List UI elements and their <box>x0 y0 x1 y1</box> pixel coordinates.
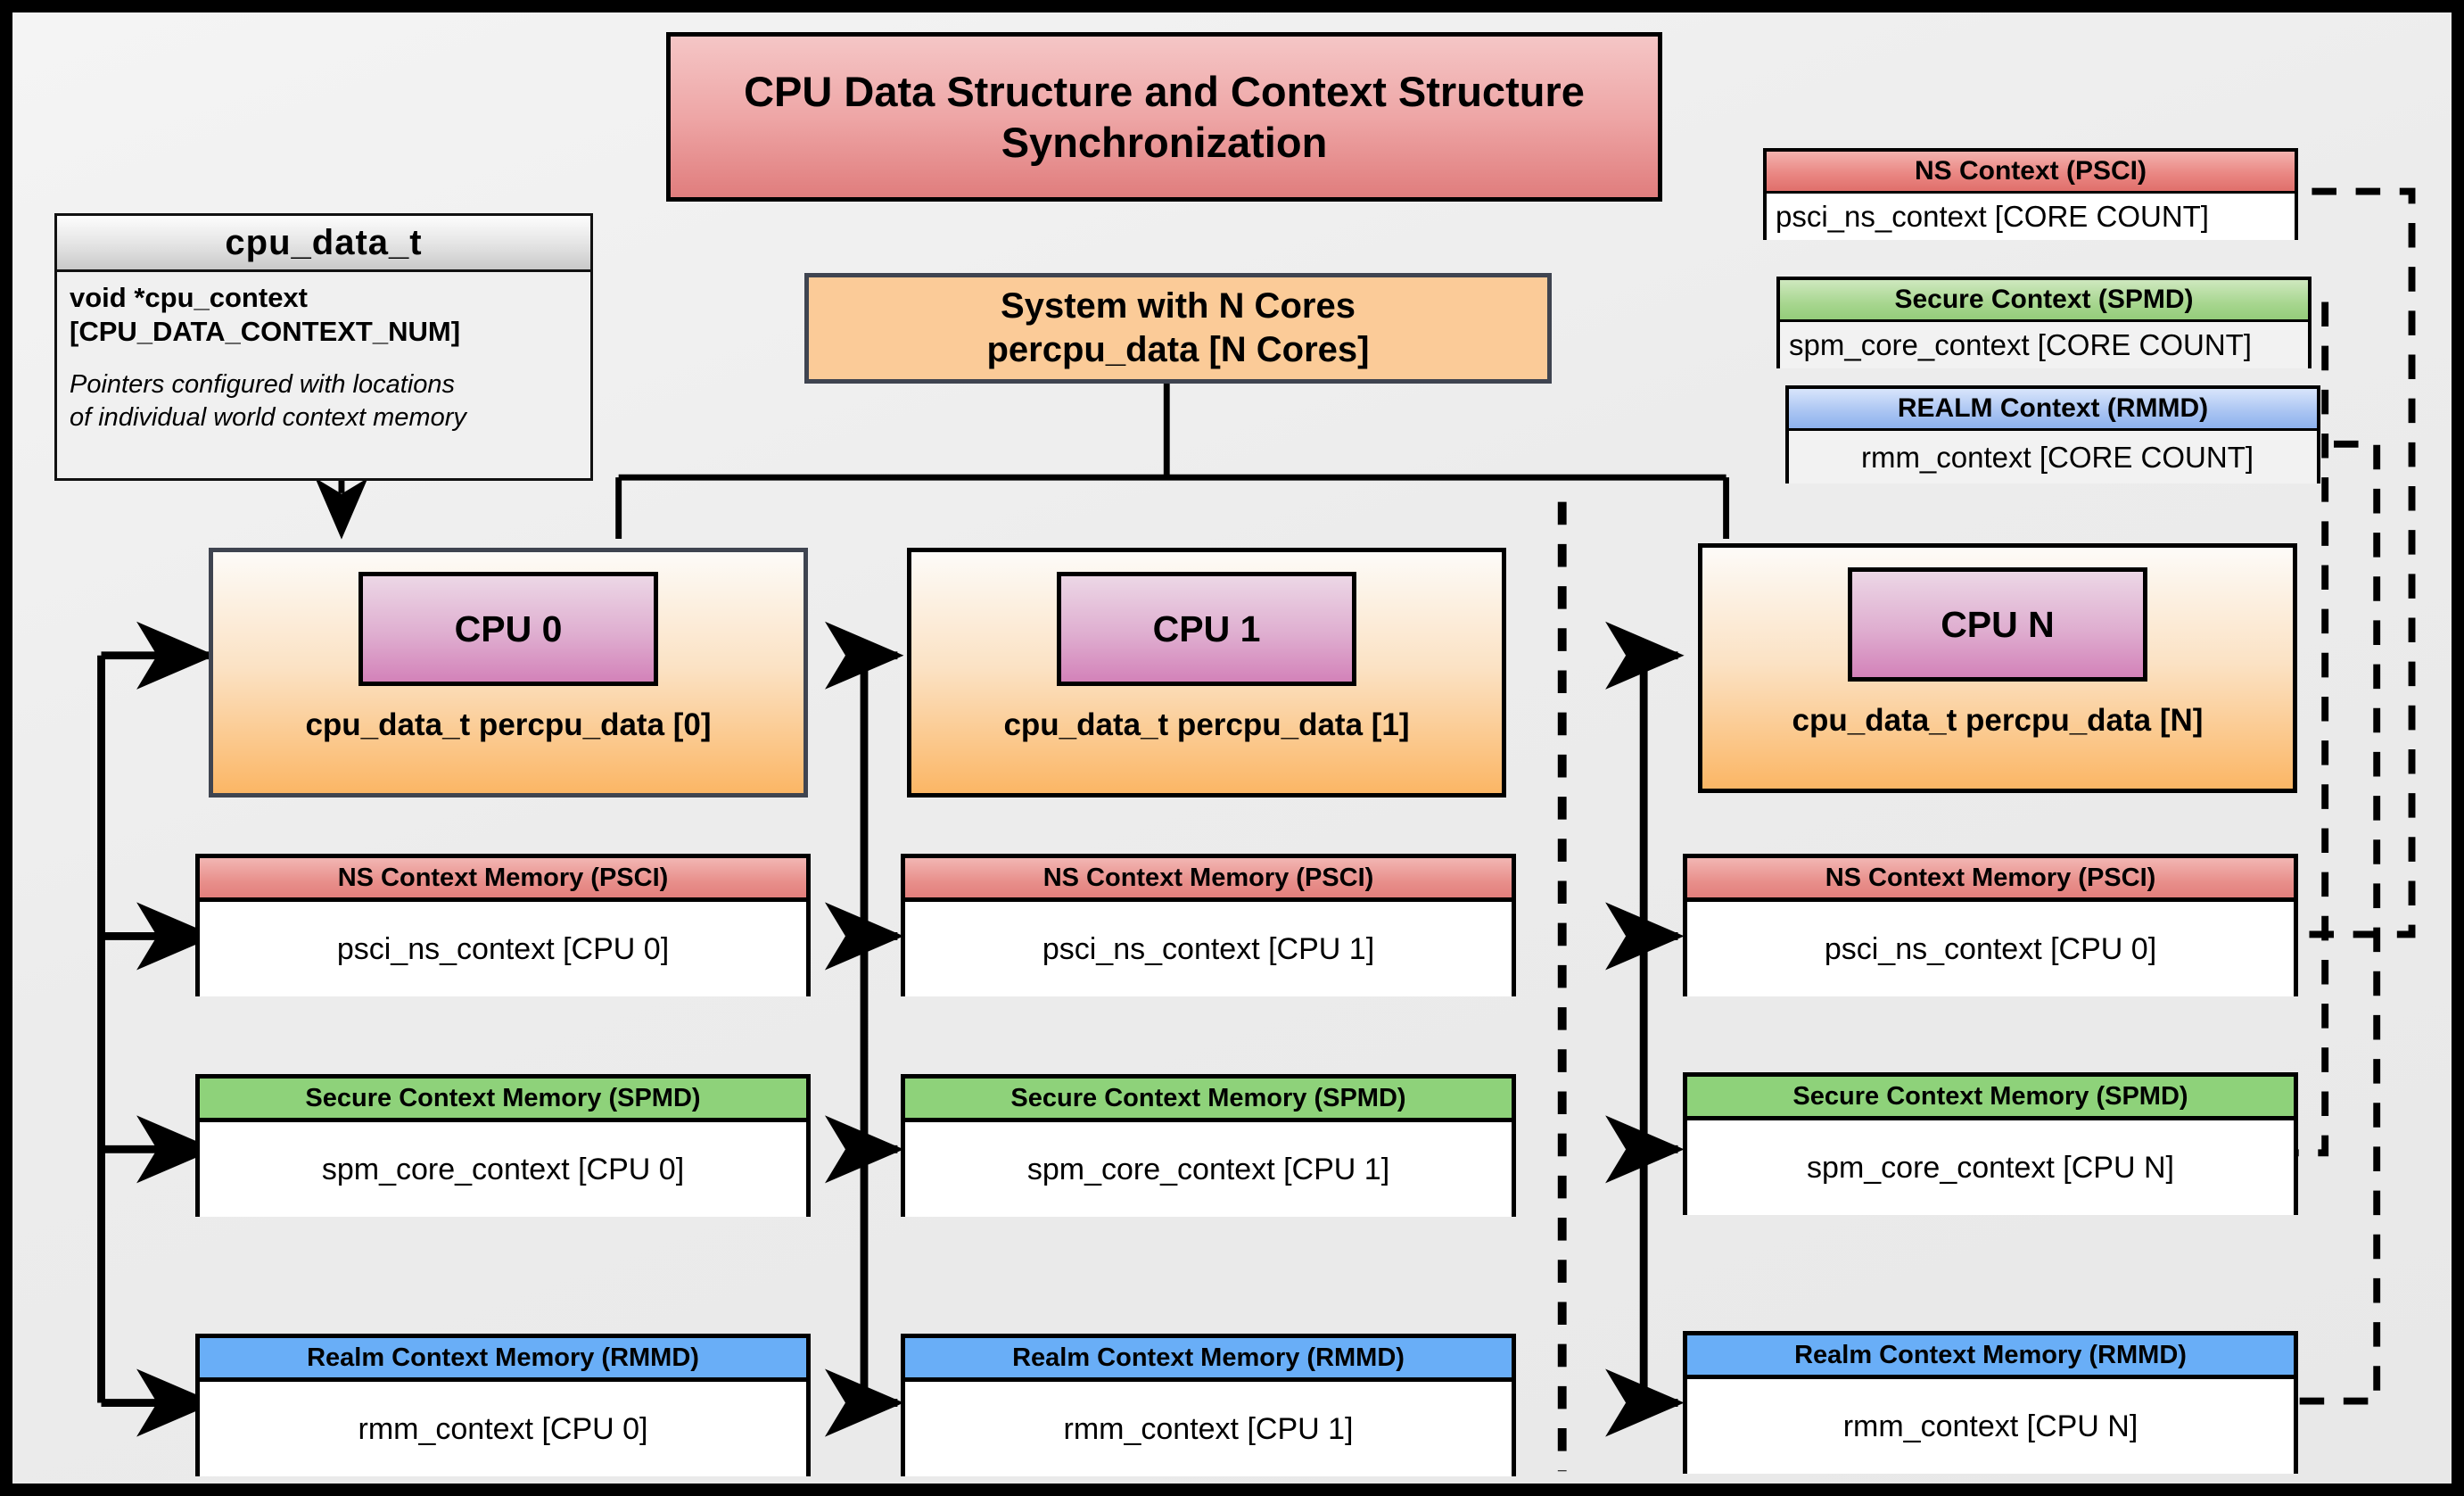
system-line1: System with N Cores <box>1001 286 1356 326</box>
legend-ns-header: NS Context (PSCI) <box>1767 152 2295 194</box>
context-header-cpu0-secure: Secure Context Memory (SPMD) <box>200 1079 806 1122</box>
cpu1-pointer-arrows <box>824 621 904 1437</box>
system-line2: percpu_data [N Cores] <box>986 330 1370 369</box>
legend-realm-body: rmm_context [CORE COUNT] <box>1789 431 2317 484</box>
legend-secure-header: Secure Context (SPMD) <box>1780 280 2308 322</box>
context-header-cpu1-ns: NS Context Memory (PSCI) <box>905 858 1512 902</box>
context-header-cpu0-ns: NS Context Memory (PSCI) <box>200 858 806 902</box>
cpun-pointer-arrows <box>1605 621 1685 1437</box>
context-box-cpun-secure: Secure Context Memory (SPMD) spm_core_co… <box>1683 1072 2298 1215</box>
cpu-box-n: CPU N cpu_data_t percpu_data [N] <box>1698 543 2297 793</box>
context-header-cpu0-realm: Realm Context Memory (RMMD) <box>200 1338 806 1382</box>
context-header-cpun-realm: Realm Context Memory (RMMD) <box>1687 1335 2294 1379</box>
page-title: CPU Data Structure and Context Structure… <box>666 32 1662 202</box>
context-body-cpu0-ns: psci_ns_context [CPU 0] <box>200 902 806 996</box>
legend-ns-body: psci_ns_context [CORE COUNT] <box>1767 194 2295 240</box>
context-box-cpu0-secure: Secure Context Memory (SPMD) spm_core_co… <box>195 1074 811 1217</box>
context-header-cpu1-secure: Secure Context Memory (SPMD) <box>905 1079 1512 1122</box>
legend-secure-context: Secure Context (SPMD) spm_core_context [… <box>1776 277 2312 368</box>
context-box-cpun-ns: NS Context Memory (PSCI) psci_ns_context… <box>1683 854 2298 996</box>
legend-secure-body: spm_core_context [CORE COUNT] <box>1780 322 2308 368</box>
context-box-cpu1-ns: NS Context Memory (PSCI) psci_ns_context… <box>901 854 1516 996</box>
context-body-cpun-ns: psci_ns_context [CPU 0] <box>1687 902 2294 996</box>
context-header-cpun-secure: Secure Context Memory (SPMD) <box>1687 1077 2294 1120</box>
context-body-cpu0-realm: rmm_context [CPU 0] <box>200 1382 806 1476</box>
system-to-cpu-bus <box>615 377 1730 539</box>
context-body-cpu1-ns: psci_ns_context [CPU 1] <box>905 902 1512 996</box>
context-box-cpun-realm: Realm Context Memory (RMMD) rmm_context … <box>1683 1331 2298 1474</box>
context-body-cpun-secure: spm_core_context [CPU N] <box>1687 1120 2294 1215</box>
cpu-chip-0: CPU 0 <box>358 572 658 686</box>
cpu-chip-1: CPU 1 <box>1057 572 1356 686</box>
context-body-cpu1-secure: spm_core_context [CPU 1] <box>905 1122 1512 1217</box>
cpu-box-0: CPU 0 cpu_data_t percpu_data [0] <box>209 548 808 798</box>
cpu-label-0: cpu_data_t percpu_data [0] <box>305 707 712 742</box>
context-body-cpu0-secure: spm_core_context [CPU 0] <box>200 1122 806 1217</box>
context-box-cpu1-secure: Secure Context Memory (SPMD) spm_core_co… <box>901 1074 1516 1217</box>
context-box-cpu0-realm: Realm Context Memory (RMMD) rmm_context … <box>195 1334 811 1476</box>
system-box: System with N Cores percpu_data [N Cores… <box>804 273 1552 384</box>
struct-body: void *cpu_context [CPU_DATA_CONTEXT_NUM]… <box>57 272 590 434</box>
struct-note-line1: Pointers configured with locations <box>70 370 456 400</box>
cpu-data-t-struct-box: cpu_data_t void *cpu_context [CPU_DATA_C… <box>54 213 593 481</box>
cpu-label-1: cpu_data_t percpu_data [1] <box>1003 707 1410 742</box>
cpu-chip-n: CPU N <box>1848 567 2147 682</box>
context-box-cpu0-ns: NS Context Memory (PSCI) psci_ns_context… <box>195 854 811 996</box>
struct-field-line2: [CPU_DATA_CONTEXT_NUM] <box>70 316 461 348</box>
struct-title: cpu_data_t <box>57 216 590 272</box>
cpu-label-n: cpu_data_t percpu_data [N] <box>1792 703 2204 738</box>
legend-realm-context: REALM Context (RMMD) rmm_context [CORE C… <box>1785 385 2320 484</box>
context-body-cpu1-realm: rmm_context [CPU 1] <box>905 1382 1512 1476</box>
context-header-cpu1-realm: Realm Context Memory (RMMD) <box>905 1338 1512 1382</box>
context-box-cpu1-realm: Realm Context Memory (RMMD) rmm_context … <box>901 1334 1516 1476</box>
struct-field-line1: void *cpu_context <box>70 282 308 313</box>
legend-ns-context: NS Context (PSCI) psci_ns_context [CORE … <box>1763 148 2298 240</box>
struct-note-line2: of individual world context memory <box>70 402 466 432</box>
cpu0-pointer-arrows <box>97 621 216 1437</box>
legend-realm-header: REALM Context (RMMD) <box>1789 389 2317 431</box>
context-header-cpun-ns: NS Context Memory (PSCI) <box>1687 858 2294 902</box>
cpu-box-1: CPU 1 cpu_data_t percpu_data [1] <box>907 548 1506 798</box>
context-body-cpun-realm: rmm_context [CPU N] <box>1687 1379 2294 1474</box>
